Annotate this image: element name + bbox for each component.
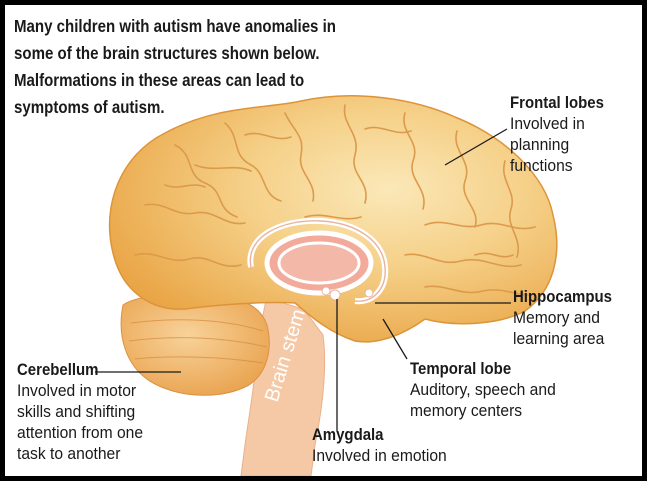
intro-line: Many children with autism have anomalies… [14,13,336,40]
frontal-lobes-callout: Frontal lobes Involved in planning funct… [510,93,617,176]
amygdala-desc: Involved in emotion [312,445,447,466]
amygdala-marker [330,290,340,300]
hippocampus-label: Hippocampus [513,287,612,307]
frontal-lobes-desc: functions [510,155,608,176]
cerebellum-desc: skills and shifting [17,401,143,422]
frontal-lobes-desc: Involved in [510,113,608,134]
temporal-lobe-label: Temporal lobe [410,359,549,379]
frontal-lobes-label: Frontal lobes [510,93,604,113]
intro-text: Many children with autism have anomalies… [14,13,336,121]
temporal-lobe-desc: Auditory, speech and [410,379,556,400]
intro-line: some of the brain structures shown below… [14,40,336,67]
cerebrum [110,96,557,342]
cerebellum-desc: attention from one [17,422,143,443]
intro-line: symptoms of autism. [14,94,336,121]
temporal-lobe-desc: memory centers [410,400,556,421]
frontal-lobes-desc: planning [510,134,608,155]
cerebellum-label: Cerebellum [17,360,138,380]
intro-line: Malformations in these areas can lead to [14,67,336,94]
hippocampus-callout: Hippocampus Memory and learning area [513,287,625,349]
cerebellum-desc: Involved in motor [17,380,143,401]
amygdala-callout: Amygdala Involved in emotion [312,425,458,466]
cerebellum-callout: Cerebellum Involved in motor skills and … [17,360,154,464]
hippocampus-desc: Memory and [513,307,616,328]
cerebellum-desc: task to another [17,443,143,464]
hippocampus-desc: learning area [513,328,616,349]
temporal-lobe-callout: Temporal lobe Auditory, speech and memor… [410,359,568,421]
amygdala-label: Amygdala [312,425,441,445]
